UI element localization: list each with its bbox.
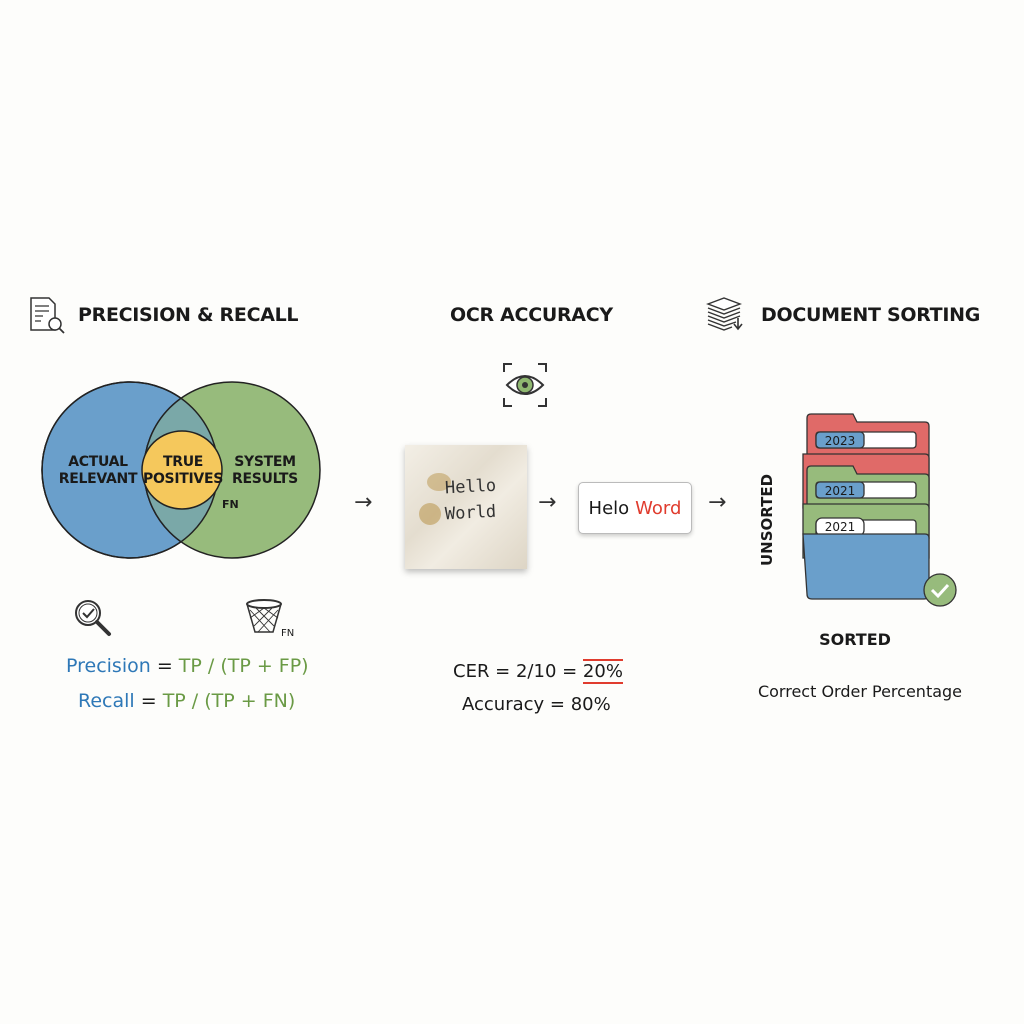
equals: = [150,655,179,677]
ocr-output-word-2-error: Word [635,497,682,519]
folder-stack [802,413,957,607]
arrow-right-icon: → [354,490,373,515]
ocr-accuracy-title: OCR ACCURACY [450,304,613,326]
precision-recall-title: PRECISION & RECALL [78,304,299,326]
magnifier-check-icon [75,600,111,636]
cer-value: 20% [582,659,623,684]
paper-text-hello: Hello [444,475,497,499]
correct-order-metric: Correct Order Percentage [757,682,963,701]
cer-formula: CER = 2/10 = 20% [453,659,623,684]
document-stack-icon [706,297,743,331]
actual-relevant-label: ACTUAL RELEVANT [58,454,138,487]
true-positives-circle [141,430,223,510]
precision-expression: TP / (TP + FP) [178,655,309,677]
arrow-right-icon: → [538,490,557,515]
accuracy-value: Accuracy = 80% [462,694,611,715]
equals: = [134,690,163,712]
arrow-right-icon: → [708,490,727,515]
system-results-label: SYSTEM RESULTS [232,454,298,487]
cer-prefix: CER = 2/10 = [453,661,583,682]
basket-fn-label: FN [281,628,295,639]
ocr-output-word-1: Helo [588,497,630,519]
document-search-icon [30,297,65,334]
folder-tab-2023: 2023 [824,434,856,448]
precision-term: Precision [66,655,151,677]
venn-diagram [41,381,321,559]
unsorted-label: UNSORTED [758,473,776,566]
recall-term: Recall [78,690,135,712]
document-sorting-title: DOCUMENT SORTING [761,304,980,326]
recall-formula: Recall = TP / (TP + FN) [78,690,295,712]
basket-net-icon [246,599,282,633]
eye-scan-icon [503,363,547,407]
true-positives-label: TRUE POSITIVES [143,454,223,487]
sorted-label: SORTED [819,630,891,649]
folder-tab-2021-b: 2021 [824,520,856,534]
folder-tab-2021: 2021 [824,484,856,498]
crumpled-paper: Hello World [405,445,527,569]
paper-text-world: World [444,501,497,525]
precision-formula: Precision = TP / (TP + FP) [66,655,309,677]
recall-expression: TP / (TP + FN) [162,690,296,712]
fn-label: FN [222,498,239,511]
